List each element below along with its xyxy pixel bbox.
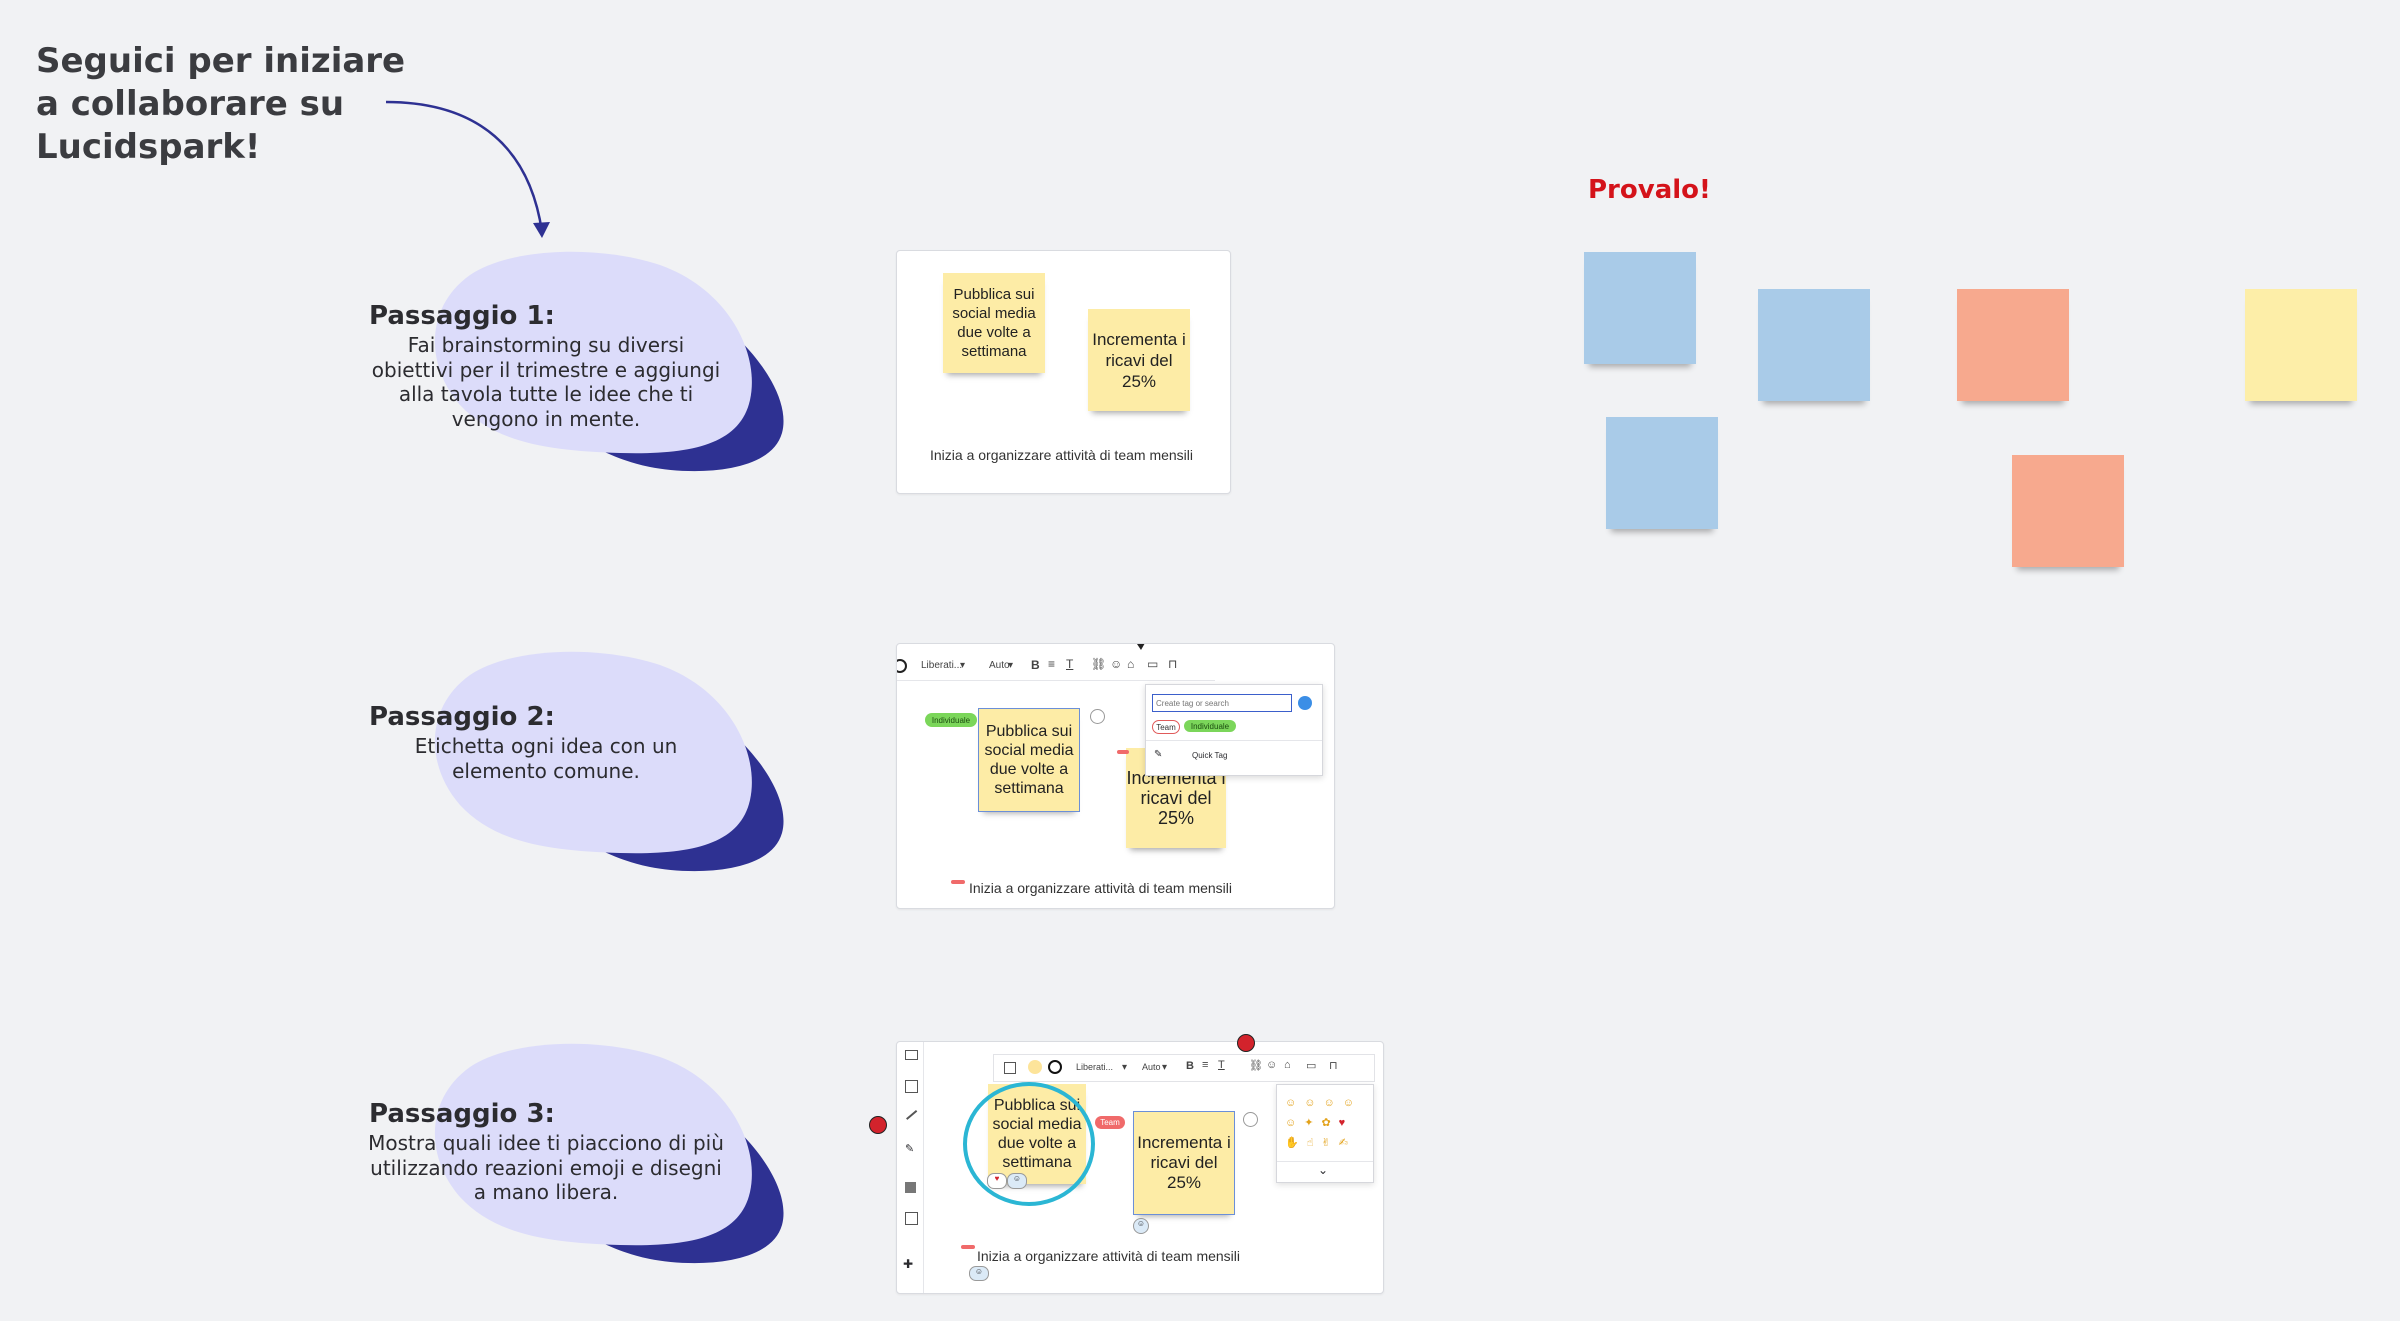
pointer-arrow-icon (1137, 644, 1145, 650)
lock-icon[interactable]: ⊓ (1329, 1060, 1338, 1072)
bold-icon[interactable]: B (1031, 658, 1040, 672)
text-icon[interactable]: T (1218, 1059, 1225, 1071)
emoji-picker: ☺☺☺☺☺✦✿♥✋☝✌✍ ⌄ (1276, 1084, 1374, 1183)
emoji-grid[interactable]: ☺☺☺☺☺✦✿♥✋☝✌✍ (1285, 1097, 1362, 1149)
link-icon[interactable]: ⛓ (1091, 657, 1107, 671)
sticky-note-selected[interactable]: Pubblica sui social media due volte a se… (978, 708, 1080, 812)
tag-marker (961, 1245, 975, 1249)
quick-tag-option[interactable]: Quick Tag (1192, 751, 1228, 760)
chevron-down-icon: ▾ (1162, 1062, 1168, 1073)
pen-tool-icon[interactable]: ✎ (905, 1143, 915, 1155)
size-select[interactable]: Auto (1142, 1062, 1161, 1072)
comment-icon[interactable]: ▭ (1147, 657, 1159, 671)
sticky-note-blank[interactable] (1606, 417, 1718, 529)
sticky-note-selected[interactable]: Incrementa i ricavi del 25% (1133, 1111, 1235, 1215)
font-select[interactable]: Liberati... (1076, 1062, 1114, 1072)
text-icon[interactable]: T (1066, 657, 1074, 671)
tag-option-team[interactable]: Team (1152, 720, 1180, 734)
step-1-title: Passaggio 1: (369, 301, 555, 331)
curved-arrow-icon (385, 100, 550, 238)
expand-icon[interactable] (1243, 1112, 1258, 1127)
lock-icon[interactable]: ⊓ (1168, 657, 1178, 671)
reaction-add[interactable]: ☺ (1007, 1173, 1027, 1189)
card-caption: Inizia a organizzare attività di team me… (977, 1248, 1241, 1264)
tool-rail: ✎ ✚ (897, 1042, 924, 1293)
shape-tool-icon[interactable] (905, 1050, 918, 1060)
step-3-blob (434, 1043, 784, 1264)
font-select[interactable]: Liberati... (921, 660, 963, 671)
pointer-dot (1237, 1034, 1255, 1052)
tag-option-individuale[interactable]: Individuale (1184, 720, 1236, 732)
template-tool-icon[interactable] (905, 1182, 916, 1193)
step-3-title: Passaggio 3: (369, 1099, 555, 1129)
line-tool-icon[interactable] (906, 1109, 917, 1120)
headline: Seguici per iniziare a collaborare su Lu… (36, 41, 406, 167)
puzzle-tool-icon[interactable]: ✚ (903, 1257, 914, 1271)
divider (1277, 1161, 1373, 1162)
tag-individuale[interactable]: Individuale (925, 713, 977, 727)
toolbar: Liberati... ▾ Auto ▾ B ≡ T ⛓ ☺ ⌂ ▭ ⊓ (897, 652, 1215, 681)
frame-tool-icon[interactable] (905, 1212, 918, 1225)
fill-color-icon[interactable] (1028, 1060, 1042, 1074)
card-caption: Inizia a organizzare attività di team me… (930, 447, 1194, 463)
sticky-note-blank[interactable] (1758, 289, 1870, 401)
sticky-note-blank[interactable] (2012, 455, 2124, 567)
shape-icon[interactable] (1004, 1062, 1016, 1074)
divider (1146, 740, 1322, 741)
circle-icon (897, 659, 907, 673)
tag-marker (951, 880, 965, 884)
step-3-text: Mostra quali idee ti piacciono di più ut… (368, 1131, 724, 1204)
reaction-add[interactable]: ☺ (1133, 1218, 1149, 1234)
expand-icon[interactable] (1090, 709, 1105, 724)
sticky-note-blank[interactable] (1584, 252, 1696, 364)
comment-icon[interactable]: ▭ (1306, 1060, 1317, 1072)
sticky-note-blank[interactable] (2245, 289, 2357, 401)
sticky-tool-icon[interactable] (905, 1080, 918, 1093)
tag-icon[interactable]: ⌂ (1127, 657, 1135, 671)
tag-team[interactable]: Team (1095, 1116, 1125, 1129)
step-2-title: Passaggio 2: (369, 702, 555, 732)
tag-search-input[interactable] (1152, 694, 1292, 712)
example-card-step-3: ✎ ✚ Liberati... ▾ Auto ▾ B ≡ T ⛓ ☺ ⌂ ▭ ⊓… (869, 1034, 1384, 1294)
chevron-down-icon: ▾ (1122, 1062, 1128, 1073)
pen-icon: ✎ (1154, 749, 1163, 760)
reaction-add[interactable]: ☺ (969, 1266, 989, 1281)
step-2-blob (434, 651, 784, 872)
example-card-step-1: Pubblica sui social media due volte a se… (896, 250, 1231, 494)
chevron-down-icon: ▾ (960, 660, 966, 671)
emoji-icon[interactable]: ☺ (1110, 657, 1123, 671)
tag-marker (1117, 750, 1129, 754)
sticky-note[interactable]: Pubblica sui social media due volte a se… (988, 1084, 1086, 1184)
toolbar: Liberati... ▾ Auto ▾ B ≡ T ⛓ ☺ ⌂ ▭ ⊓ (993, 1054, 1375, 1082)
try-label: Provalo! (1588, 175, 1711, 205)
chevron-down-icon[interactable]: ⌄ (1318, 1163, 1329, 1177)
link-icon[interactable]: ⛓ (1249, 1060, 1263, 1072)
step-1-text: Fai brainstorming su diversi obiettivi p… (371, 333, 721, 431)
sticky-note[interactable]: Incrementa i ricavi del 25% (1088, 309, 1190, 411)
bold-icon[interactable]: B (1186, 1060, 1194, 1072)
sticky-note[interactable]: Pubblica sui social media due volte a se… (943, 273, 1045, 373)
tag-popup: Team Individuale ✎ Quick Tag (1145, 684, 1323, 776)
color-swatch[interactable] (1298, 696, 1312, 710)
card-caption: Inizia a organizzare attività di team me… (969, 880, 1233, 896)
step-1-blob (434, 251, 784, 472)
align-icon[interactable]: ≡ (1048, 657, 1056, 671)
chevron-down-icon: ▾ (1008, 660, 1014, 671)
freehand-circle-icon (963, 1082, 1095, 1206)
sticky-note-blank[interactable] (1957, 289, 2069, 401)
border-color-icon[interactable] (1048, 1060, 1062, 1074)
example-card-step-2: Liberati... ▾ Auto ▾ B ≡ T ⛓ ☺ ⌂ ▭ ⊓ Ind… (896, 643, 1335, 909)
emoji-icon[interactable]: ☺ (1266, 1059, 1278, 1071)
pointer-dot (869, 1116, 887, 1134)
size-select[interactable]: Auto (989, 660, 1010, 671)
tag-icon[interactable]: ⌂ (1284, 1059, 1291, 1071)
reaction-heart[interactable]: ♥ (987, 1173, 1007, 1189)
step-2-text: Etichetta ogni idea con un elemento comu… (414, 734, 678, 783)
align-icon[interactable]: ≡ (1202, 1059, 1209, 1071)
